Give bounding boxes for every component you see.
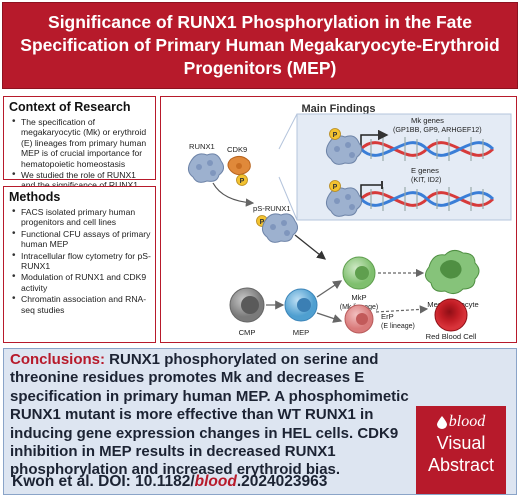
title-banner: Significance of RUNX1 Phosphorylation in… xyxy=(2,2,518,89)
logo-line-2: Abstract xyxy=(427,455,495,475)
citation-journal: blood xyxy=(194,473,237,490)
runx1-label: RUNX1 xyxy=(189,142,215,151)
mep-cell xyxy=(284,288,318,322)
findings-diagram: P Mk genes (GP1BB, GP9, ARHGEF12) xyxy=(187,113,512,341)
svg-text:P: P xyxy=(240,178,245,185)
phospho-badge: P xyxy=(329,180,341,192)
ps-runx1-icon xyxy=(261,213,299,243)
zoom-line xyxy=(278,113,298,150)
citation-prefix: Kwon et al. DOI: 10.1182/ xyxy=(12,473,195,490)
page-title: Significance of RUNX1 Phosphorylation in… xyxy=(20,12,500,78)
phospho-badge: P xyxy=(236,174,248,186)
cdk9-label: CDK9 xyxy=(227,145,247,154)
mep-label: MEP xyxy=(293,328,309,337)
methods-list: FACS isolated primary human progenitors … xyxy=(4,207,155,315)
mk-genes-label: Mk genes xyxy=(411,116,444,125)
phospho-badge: P xyxy=(329,128,341,140)
cdk9-icon xyxy=(227,155,251,176)
conclusions-label: Conclusions: xyxy=(10,351,106,368)
list-item: The specification of megakaryocytic (Mk)… xyxy=(12,117,151,169)
methods-heading: Methods xyxy=(9,190,61,204)
conclusions-body: RUNX1 phosphorylated on serine and threo… xyxy=(10,351,409,479)
conclusions-text: Conclusions: RUNX1 phosphorylated on ser… xyxy=(10,351,415,480)
erp-cell xyxy=(344,304,374,334)
list-item: Functional CFU assays of primary human M… xyxy=(12,229,151,250)
list-item: Intracellular flow cytometry for pS-RUNX… xyxy=(12,251,151,272)
list-item: Modulation of RUNX1 and CDK9 activity xyxy=(12,272,151,293)
dna-helix-mk xyxy=(359,129,495,161)
activation-arrow xyxy=(360,129,389,149)
rbc-label: Red Blood Cell xyxy=(426,332,477,341)
red-blood-cell xyxy=(434,298,468,332)
runx1-free-icon xyxy=(187,153,225,183)
zoom-line xyxy=(278,176,298,221)
mkp-cell xyxy=(342,256,376,290)
list-item: FACS isolated primary human progenitors … xyxy=(12,207,151,228)
cmp-cell xyxy=(229,287,265,323)
erp-label: ErP xyxy=(381,312,394,321)
mk-genes-list: (GP1BB, GP9, ARHGEF12) xyxy=(393,125,482,134)
ps-runx1-label: pS-RUNX1 xyxy=(253,204,291,213)
mep-to-mkp-arrow xyxy=(316,280,343,298)
runx1-protein-icon xyxy=(325,187,363,217)
findings-heading: Main Findings xyxy=(301,103,376,115)
svg-text:P: P xyxy=(260,219,265,226)
citation-suffix: .2024023963 xyxy=(236,473,328,490)
svg-text:P: P xyxy=(333,184,338,191)
list-item: Chromatin association and RNA-seq studie… xyxy=(12,294,151,315)
ps-runx1-effect-arrow xyxy=(294,234,327,260)
methods-panel: Methods FACS isolated primary human prog… xyxy=(3,186,156,343)
context-panel: Context of Research The specification of… xyxy=(3,96,156,211)
e-genes-list: (KIT, ID2) xyxy=(411,175,441,184)
mep-to-erp-arrow xyxy=(316,312,343,323)
journal-brand-text: blood xyxy=(448,413,486,430)
logo-line-1: Visual xyxy=(436,433,486,453)
journal-brand: blood xyxy=(416,413,506,431)
dna-helix-e xyxy=(359,181,495,211)
conclusions-panel: Conclusions: RUNX1 phosphorylated on ser… xyxy=(3,348,517,495)
citation: Kwon et al. DOI: 10.1182/blood.202402396… xyxy=(12,473,327,491)
blood-drop-icon xyxy=(436,415,447,429)
findings-panel: Main Findings xyxy=(160,96,517,343)
visual-abstract-logo: blood Visual Abstract xyxy=(416,406,506,494)
cmp-label: CMP xyxy=(239,328,256,337)
svg-text:P: P xyxy=(333,132,338,139)
erp-sublabel: (E lineage) xyxy=(381,323,415,330)
context-heading: Context of Research xyxy=(9,100,131,114)
mkp-label: MkP xyxy=(351,293,366,302)
runx1-protein-icon xyxy=(325,135,363,165)
e-genes-label: E genes xyxy=(411,166,439,175)
megakaryocyte-cell xyxy=(425,249,480,295)
phosphorylation-arrow xyxy=(212,182,255,207)
inhibition-arrow xyxy=(360,184,381,199)
erp-to-rbc-arrow xyxy=(375,305,429,314)
